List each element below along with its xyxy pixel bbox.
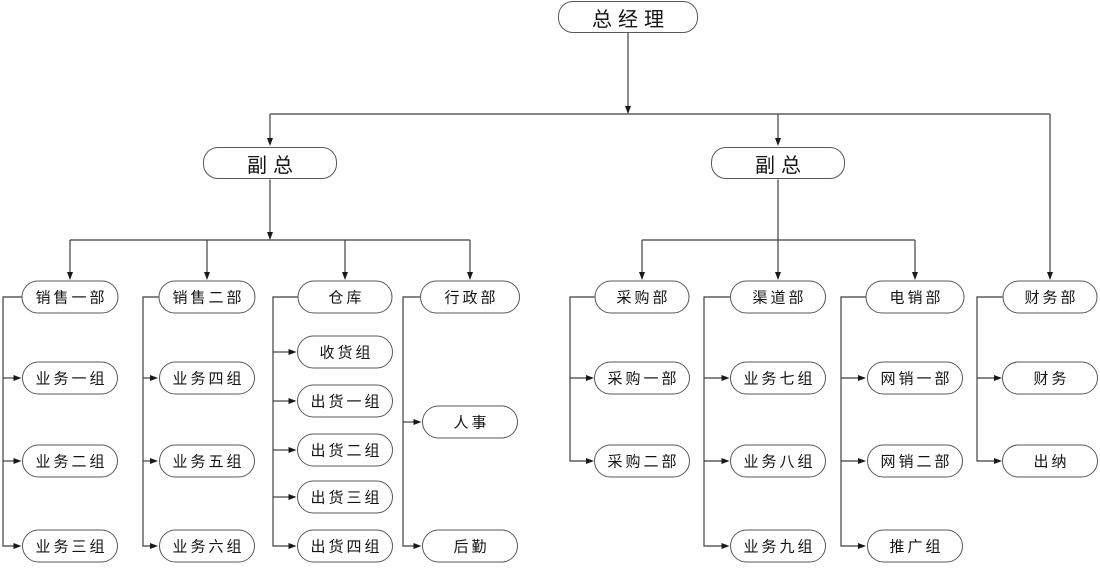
node-team-receiving: 收货组 [297,335,393,369]
node-team-biz-4: 业务四组 [159,361,255,395]
node-team-biz-2: 业务二组 [22,444,118,478]
node-team-shipping-1: 出货一组 [297,384,393,418]
node-team-hr: 人事 [422,405,518,439]
node-team-biz-6: 业务六组 [159,529,255,563]
node-team-promotion: 推广组 [867,529,963,563]
node-dept-purchasing: 采购部 [594,280,690,314]
node-dept-warehouse: 仓库 [297,280,393,314]
node-team-online-sales-2: 网销二部 [867,444,963,478]
node-team-shipping-4: 出货四组 [297,529,393,563]
node-team-shipping-2: 出货二组 [297,433,393,467]
node-team-biz-8: 业务八组 [730,444,826,478]
node-dept-sales-2: 销售二部 [158,280,256,314]
node-team-biz-1: 业务一组 [22,361,118,395]
node-team-finance: 财务 [1002,361,1098,395]
node-dept-telesales: 电销部 [865,280,965,314]
node-dept-finance: 财务部 [1002,280,1098,314]
node-team-shipping-3: 出货三组 [297,480,393,514]
node-team-logistics: 后勤 [422,529,518,563]
node-dept-channel: 渠道部 [730,280,826,314]
node-team-biz-7: 业务七组 [730,361,826,395]
node-team-purchasing-2: 采购二部 [594,444,690,478]
node-vice-manager-left: 副总 [203,147,337,179]
node-team-biz-5: 业务五组 [159,444,255,478]
node-team-online-sales-1: 网销一部 [867,361,963,395]
node-general-manager: 总经理 [558,1,698,33]
node-team-purchasing-1: 采购一部 [594,361,690,395]
node-dept-sales-1: 销售一部 [21,280,119,314]
node-team-biz-9: 业务九组 [730,529,826,563]
node-dept-admin: 行政部 [420,280,520,314]
node-vice-manager-right: 副总 [711,147,845,179]
node-team-biz-3: 业务三组 [22,529,118,563]
node-team-cashier: 出纳 [1002,444,1098,478]
